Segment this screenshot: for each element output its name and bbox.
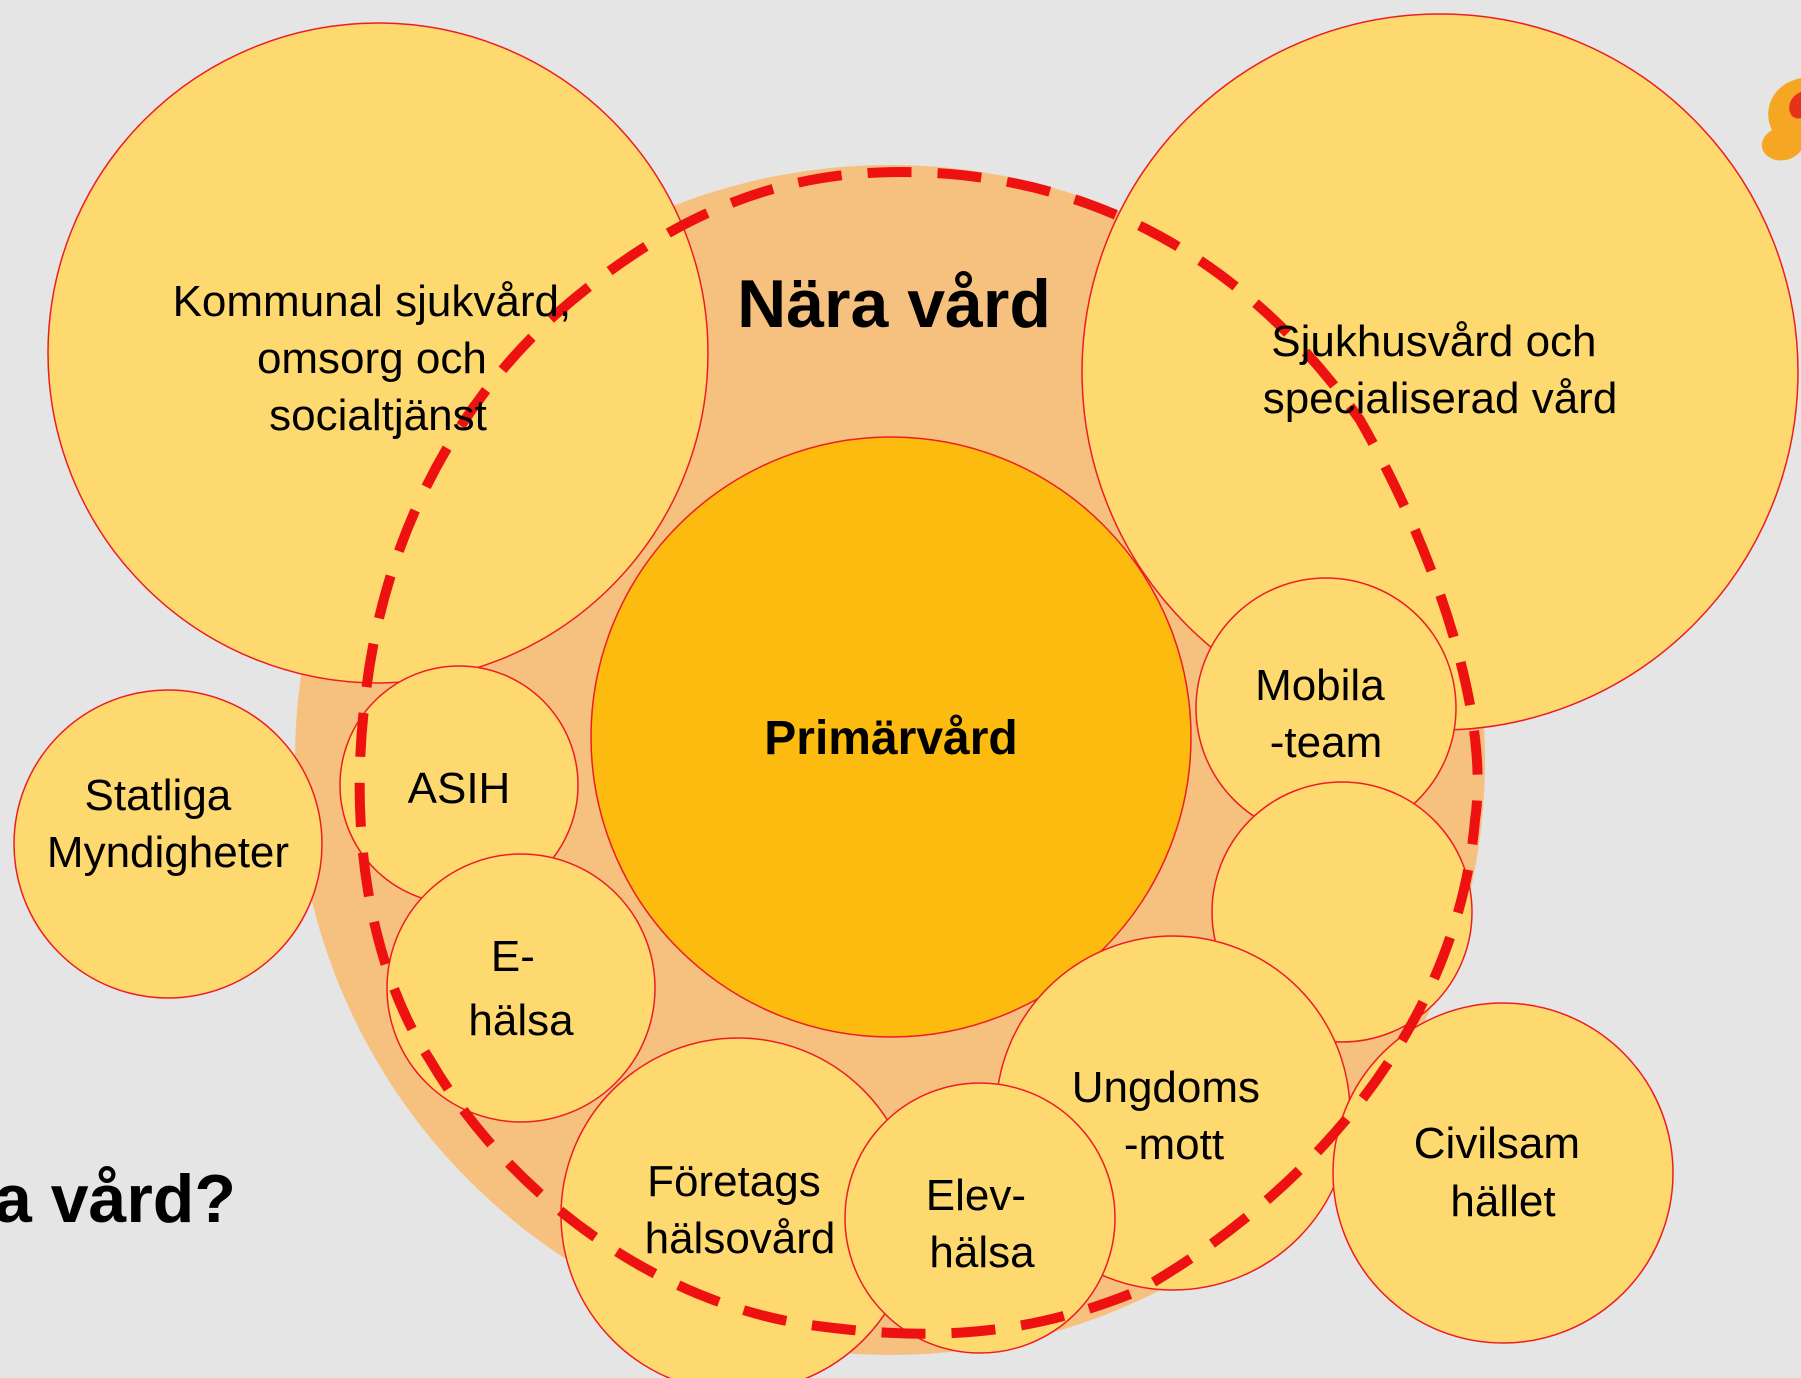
statliga-circle bbox=[13, 689, 323, 999]
question-title: a vård? bbox=[0, 1161, 236, 1237]
sjukhus-line: Sjukhusvård och bbox=[1271, 317, 1596, 366]
sjukhus-line: specialiserad vård bbox=[1263, 374, 1618, 423]
civil-circle bbox=[1332, 1002, 1674, 1344]
sjukhus-label: Sjukhusvård och specialiserad vård bbox=[1263, 317, 1618, 423]
kommunal-line: omsorg och bbox=[257, 334, 487, 383]
ehalsa-line: hälsa bbox=[468, 996, 574, 1045]
primarvard-circle bbox=[590, 436, 1192, 1038]
ehalsa-line: E- bbox=[491, 932, 535, 981]
elev-line: Elev- bbox=[926, 1171, 1026, 1220]
statliga-line: Myndigheter bbox=[47, 828, 289, 877]
elev-circle bbox=[844, 1082, 1116, 1354]
kommunal-circle bbox=[47, 22, 709, 684]
nara-vard-boundary bbox=[354, 166, 1483, 1339]
ehalsa-label: E- hälsa bbox=[468, 932, 574, 1045]
elev-line: hälsa bbox=[929, 1228, 1035, 1277]
kommunal-line: Kommunal sjukvård, bbox=[173, 277, 572, 326]
ungdoms-line: -mott bbox=[1124, 1120, 1224, 1169]
foretags-label: Företags hälsovård bbox=[645, 1157, 836, 1263]
logo-icon bbox=[1761, 78, 1801, 161]
sjukhus-circle bbox=[1081, 13, 1799, 731]
ungdoms-line: Ungdoms bbox=[1072, 1063, 1260, 1112]
mobila-line: Mobila bbox=[1255, 661, 1385, 710]
statliga-line: Statliga bbox=[85, 771, 232, 820]
foretags-line: Företags bbox=[647, 1157, 821, 1206]
primarvard-label: Primärvård bbox=[764, 712, 1017, 765]
civil-line: Civilsam bbox=[1414, 1119, 1580, 1168]
foretags-line: hälsovård bbox=[645, 1214, 836, 1263]
mobila-label: Mobila -team bbox=[1255, 661, 1397, 767]
ungdoms-label: Ungdoms -mott bbox=[1072, 1063, 1273, 1169]
main-title: Nära vård bbox=[737, 266, 1051, 342]
kommunal-line: socialtjänst bbox=[269, 391, 487, 440]
kommunal-label: Kommunal sjukvård, omsorg och socialtjän… bbox=[173, 277, 584, 440]
ehalsa-circle bbox=[386, 853, 656, 1123]
civil-label: Civilsam hället bbox=[1414, 1119, 1592, 1226]
asih-label: ASIH bbox=[408, 764, 511, 813]
elev-label: Elev- hälsa bbox=[926, 1171, 1038, 1277]
statliga-label: Statliga Myndigheter bbox=[47, 771, 289, 877]
mobila-line: -team bbox=[1270, 718, 1382, 767]
civil-line: hället bbox=[1450, 1177, 1555, 1226]
